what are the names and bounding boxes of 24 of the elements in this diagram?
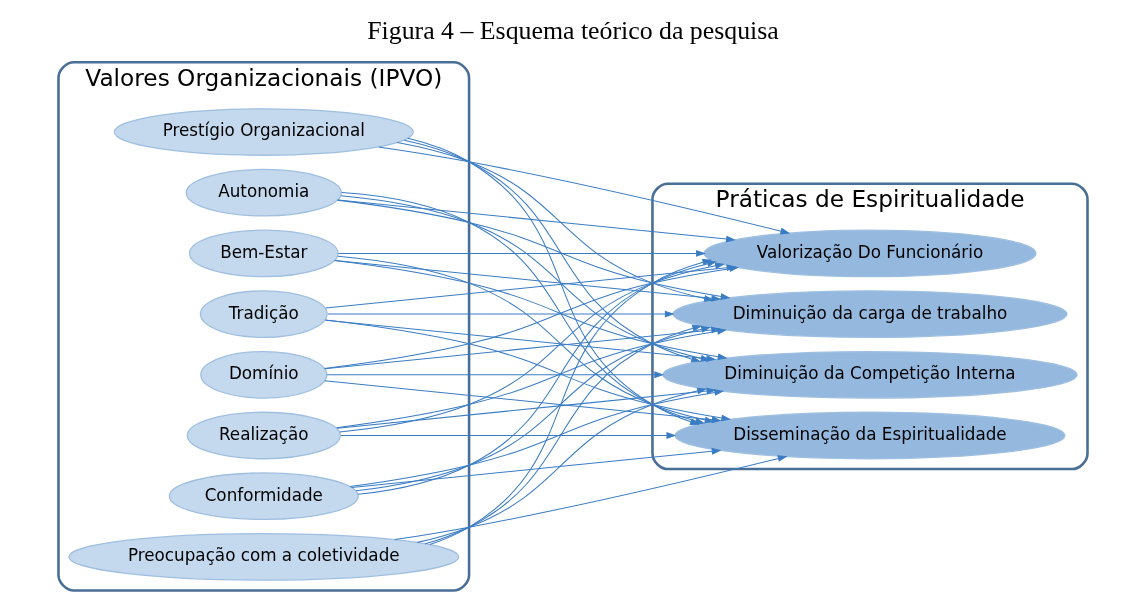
- diagram-title: Figura 4 – Esquema teórico da pesquisa: [367, 16, 779, 46]
- arrow: [340, 432, 677, 439]
- arrow: [327, 310, 675, 318]
- arrow: [337, 199, 736, 243]
- arrow: [349, 389, 725, 488]
- arrow: [378, 146, 791, 235]
- node-ellipse: Bem-Estar: [188, 229, 339, 278]
- arrow: [337, 249, 706, 257]
- arrow: [324, 319, 732, 422]
- arrow: [394, 455, 788, 541]
- node-ellipse: Prestígio Organizacional: [113, 108, 414, 156]
- node-ellipse: Preocupação com a coletividade: [68, 533, 460, 581]
- arrow: [403, 139, 702, 363]
- arrow: [357, 260, 718, 495]
- arrow: [351, 447, 722, 488]
- arrow: [325, 264, 737, 309]
- arrow: [416, 387, 708, 543]
- node-ellipse: Tradição: [199, 290, 328, 338]
- node-ellipse: Domínio: [200, 350, 328, 399]
- node-ellipse: Realização: [186, 411, 341, 460]
- node-ellipse: Autonomia: [185, 168, 342, 217]
- arrow: [326, 371, 665, 379]
- node-ellipse: Conformidade: [168, 472, 359, 521]
- arrow: [336, 387, 717, 429]
